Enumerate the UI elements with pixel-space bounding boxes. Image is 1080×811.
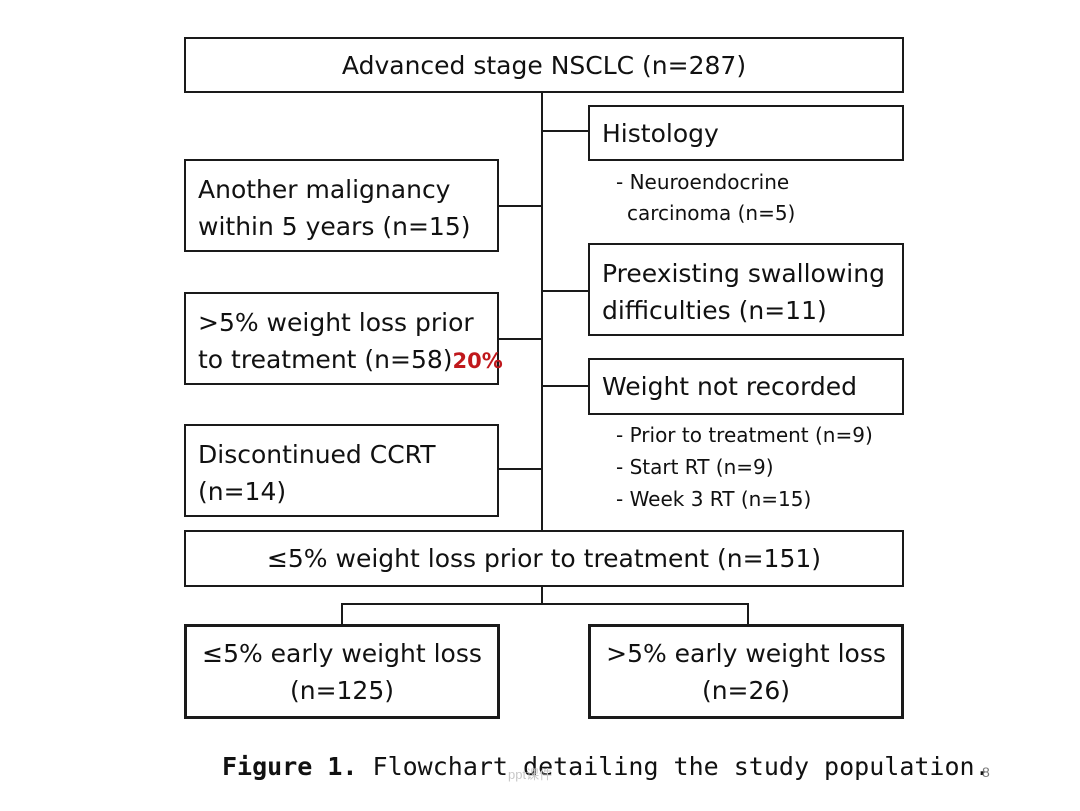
box-advanced-nsclc-text: Advanced stage NSCLC (n=287) bbox=[341, 50, 747, 80]
watermark-text: ppt课件 bbox=[508, 767, 553, 782]
split-right-drop bbox=[747, 603, 749, 625]
box-early-weight-loss-low: ≤5% early weight loss (n=125) bbox=[184, 624, 500, 719]
main-trunk-line bbox=[541, 91, 543, 532]
box-swallowing-line-2: difficulties (n=11) bbox=[602, 296, 827, 325]
box-included-cohort: ≤5% weight loss prior to treatment (n=15… bbox=[184, 530, 904, 587]
box-early-weight-loss-high: >5% early weight loss (n=26) bbox=[588, 624, 904, 719]
connector-discontinued bbox=[497, 468, 543, 470]
page-number: 8 bbox=[982, 764, 990, 780]
box-histology-title: Histology bbox=[602, 119, 719, 148]
weight-not-recorded-note-3: - Week 3 RT (n=15) bbox=[616, 487, 812, 511]
weight-loss-highlight-percent: 20% bbox=[452, 349, 503, 373]
box-discontinued-ccrt-line-2: (n=14) bbox=[198, 477, 287, 506]
split-stem-line bbox=[541, 585, 543, 605]
box-weight-loss-prior-line-2: to treatment (n=58)20% bbox=[198, 341, 503, 380]
connector-swallowing bbox=[541, 290, 589, 292]
box-early-weight-loss-high-line-1: >5% early weight loss bbox=[606, 638, 886, 668]
box-included-cohort-text: ≤5% weight loss prior to treatment (n=15… bbox=[266, 544, 822, 573]
histology-note-2: carcinoma (n=5) bbox=[627, 201, 796, 225]
histology-note-1: - Neuroendocrine bbox=[616, 170, 790, 194]
box-discontinued-ccrt-line-1: Discontinued CCRT bbox=[198, 440, 436, 469]
weight-not-recorded-note-2: - Start RT (n=9) bbox=[616, 455, 774, 479]
box-advanced-nsclc: Advanced stage NSCLC (n=287) bbox=[184, 37, 904, 93]
split-left-drop bbox=[341, 603, 343, 625]
box-weight-not-recorded-title: Weight not recorded bbox=[602, 372, 858, 401]
box-weight-loss-prior-line-1: >5% weight loss prior bbox=[198, 308, 474, 337]
box-weight-loss-prior: >5% weight loss prior to treatment (n=58… bbox=[184, 292, 503, 385]
box-discontinued-ccrt: Discontinued CCRT (n=14) bbox=[184, 424, 499, 517]
figure-caption-label: Figure 1. bbox=[222, 752, 358, 781]
split-horizontal-line bbox=[341, 603, 749, 605]
connector-weight-not-recorded bbox=[541, 385, 589, 387]
figure-caption: Figure 1. Flowchart detailing the study … bbox=[222, 752, 990, 781]
box-weight-loss-prior-line-2-text: to treatment (n=58) bbox=[198, 345, 453, 374]
box-another-malignancy-line-2: within 5 years (n=15) bbox=[198, 212, 471, 241]
box-early-weight-loss-low-line-1: ≤5% early weight loss bbox=[202, 638, 482, 668]
box-early-weight-loss-high-line-2: (n=26) bbox=[701, 675, 791, 705]
connector-histology bbox=[541, 130, 589, 132]
box-weight-not-recorded: Weight not recorded bbox=[588, 358, 904, 415]
weight-not-recorded-note-1: - Prior to treatment (n=9) bbox=[616, 423, 873, 447]
box-early-weight-loss-low-line-2: (n=125) bbox=[289, 675, 395, 705]
box-histology: Histology bbox=[588, 105, 904, 161]
box-another-malignancy-line-1: Another malignancy bbox=[198, 175, 451, 204]
connector-malignancy bbox=[497, 205, 543, 207]
connector-weight-loss-prior bbox=[497, 338, 543, 340]
box-swallowing: Preexisting swallowing difficulties (n=1… bbox=[588, 243, 904, 336]
box-swallowing-line-1: Preexisting swallowing bbox=[602, 259, 885, 288]
figure-caption-text: Flowchart detailing the study population… bbox=[357, 752, 990, 781]
box-another-malignancy: Another malignancy within 5 years (n=15) bbox=[184, 159, 499, 252]
